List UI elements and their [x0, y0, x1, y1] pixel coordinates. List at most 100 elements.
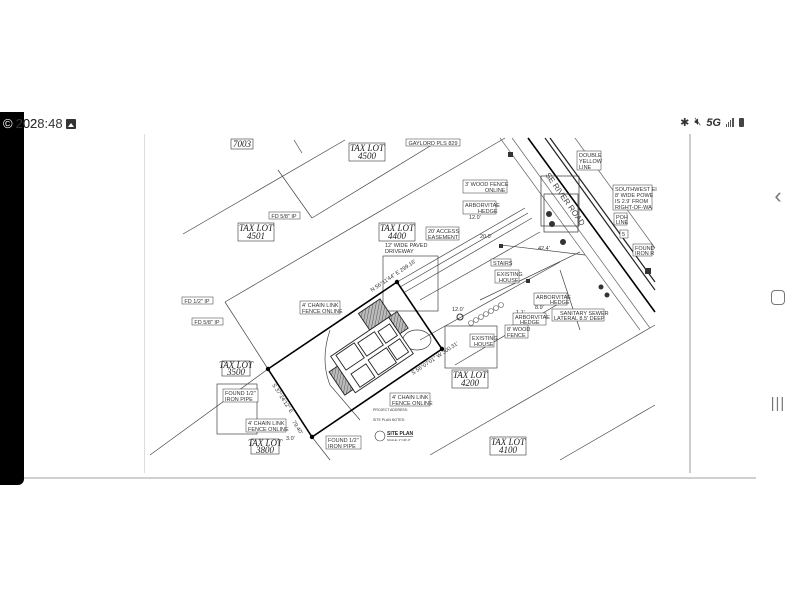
drawing-label: IRON PIPE: [225, 397, 253, 403]
drawing-mark: [439, 346, 445, 352]
drawing-label: FD 5/8" IP: [194, 320, 220, 326]
drawing-mark: [396, 207, 526, 283]
signal-icon: [726, 118, 734, 127]
drawing-label: TAX LOT: [219, 360, 254, 370]
drawing-label: LINE: [616, 220, 629, 226]
drawing-label: 4' CHAIN LINK: [392, 395, 429, 401]
drawing-mark: [612, 184, 653, 211]
project-address-label: PROJECT ADDRESS:: [373, 408, 408, 412]
drawing-mark: [560, 239, 566, 245]
drawing-mark: [221, 360, 251, 377]
drawing-mark: [357, 331, 384, 357]
recents-icon: |||: [770, 395, 786, 412]
recents-button[interactable]: |||: [766, 395, 790, 412]
drawing-mark: [425, 226, 460, 241]
drawing-mark: [499, 137, 641, 331]
drawing-mark: [149, 368, 269, 456]
drawing-mark: [493, 305, 499, 311]
drawing-mark: [388, 310, 409, 335]
drawing-mark: [526, 279, 530, 283]
drawing-label: POH: [616, 215, 628, 221]
hedge: [468, 302, 504, 326]
drawing-label: IRON PIPE: [328, 444, 356, 450]
status-bar-left: © 2028:48: [3, 116, 76, 131]
site-plan-document[interactable]: [144, 134, 691, 473]
drawing-label: 4100: [499, 445, 518, 455]
drawing-mark: [551, 308, 605, 322]
drawing-label: S 37°24'12" E: [270, 383, 294, 415]
drawing-mark: [462, 200, 497, 215]
drawing-mark: [377, 323, 399, 344]
drawing-mark: [540, 175, 580, 227]
drawing-mark: [494, 269, 520, 284]
drawing-mark: [451, 369, 489, 389]
drawing-label: 8.9': [535, 305, 544, 311]
drawing-label: HEDGE: [550, 300, 570, 306]
drawing-label: 5: [622, 232, 625, 238]
drawing-label: 12.0': [452, 307, 464, 313]
left-edge-bar: [0, 112, 24, 485]
lot-7003: 7003: [230, 138, 254, 150]
drawing-mark: [598, 284, 604, 290]
drawing-label: TAX LOT: [350, 143, 385, 153]
viewer-bottom-divider: [24, 477, 756, 479]
drawing-mark: [456, 313, 464, 321]
drawing-mark: [324, 329, 361, 421]
annotations: GAYLORD PLS 829 FD 5/8" IP FD 1/2" IP FD…: [181, 138, 657, 450]
drawing-label: 3500: [226, 367, 246, 377]
drawing-mark: [490, 258, 512, 267]
drawing-label: HEDGE: [520, 320, 540, 326]
drawing-mark: [216, 383, 258, 435]
drawing-label: 4' CHAIN LINK: [248, 421, 285, 427]
back-button[interactable]: ‹: [766, 183, 790, 209]
home-button[interactable]: [766, 290, 790, 310]
drawing-mark: [512, 312, 547, 326]
drawing-label: SANITARY SEWER: [560, 311, 609, 317]
drawing-mark: [549, 221, 555, 227]
drawing-mark: [328, 365, 354, 396]
site-plan-title: SITE PLAN: [387, 431, 414, 437]
scale-label: SCALE: 1"=40'-0": [387, 438, 411, 442]
drawing-mark: [619, 229, 629, 239]
drawing-mark: [473, 317, 479, 323]
drawing-mark: [222, 388, 259, 403]
drawing-mark: [378, 222, 416, 242]
drawing-label: HOUSE: [499, 278, 519, 284]
drawing-mark: [489, 436, 527, 456]
drawing-mark: [544, 137, 656, 291]
drawing-label: 4501: [247, 231, 265, 241]
drawing-label: 4500: [358, 151, 377, 161]
drawing-mark: [632, 243, 653, 257]
drawing-mark: [325, 435, 362, 450]
drawing-label: GAYLORD PLS 829: [408, 141, 457, 147]
drawing-mark: [499, 244, 503, 248]
drawing-label: 3.0': [286, 436, 295, 442]
drawing-label: ARBORVITAE: [536, 295, 571, 301]
drawing-mark: [230, 138, 254, 150]
drawing-label: FOUND 1/2": [225, 391, 256, 397]
drawing-mark: [404, 217, 533, 293]
drawing-label: FOUND 1/2": [328, 438, 359, 444]
drawing-mark: [419, 231, 541, 301]
home-icon: [771, 290, 785, 305]
drawing-mark: [479, 251, 581, 301]
chevron-left-icon: ‹: [774, 183, 782, 208]
drawing-label: ARBORVITAE: [515, 315, 550, 321]
drawing-mark: [508, 152, 513, 157]
drawing-mark: [469, 333, 495, 348]
drawing-label: FOUND: [635, 246, 655, 252]
drawing-label: 12' WIDE PAVED: [385, 243, 427, 249]
drawing-mark: [293, 139, 303, 154]
drawing-label: 20' ACCESS: [428, 229, 459, 235]
site-plan-notes-label: SITE PLAN NOTES:: [373, 418, 405, 422]
drawing-label: 8' WIDE POWE: [615, 193, 654, 199]
drawing-label: ONLINE: [485, 188, 506, 194]
drawing-mark: [374, 430, 386, 442]
property-corners: [265, 279, 445, 440]
drawing-mark: [478, 314, 484, 320]
drawing-label: IRON R: [635, 251, 654, 257]
drawing-mark: [645, 268, 651, 274]
drawing-label: TAX LOT: [380, 223, 415, 233]
